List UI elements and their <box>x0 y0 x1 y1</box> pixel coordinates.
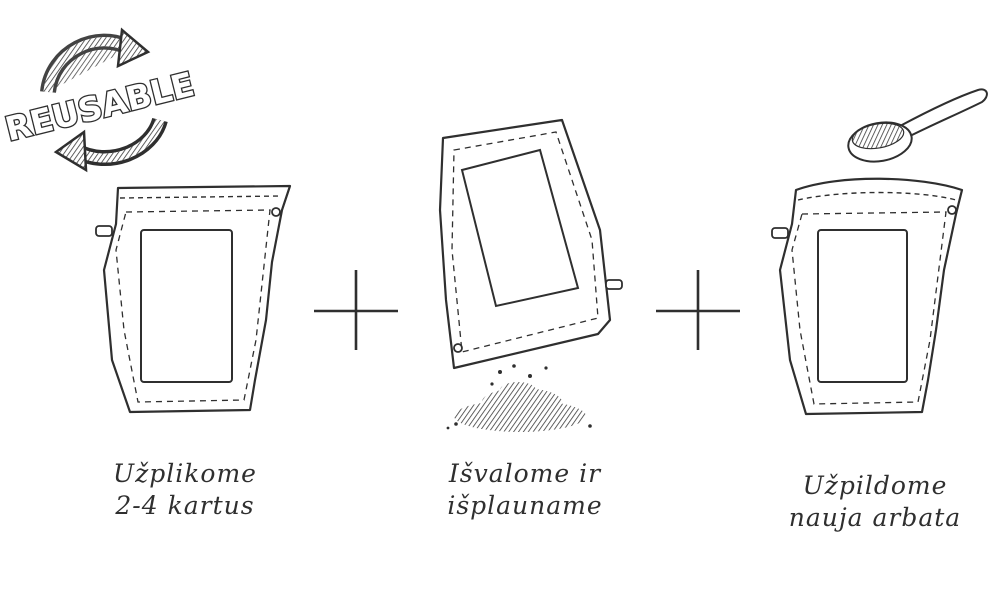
emptying-bag-icon <box>438 118 623 432</box>
spoon-icon <box>847 88 988 163</box>
step-2-caption: Išvalome ir išplauname <box>420 458 630 522</box>
step-1-caption-line-2: 2-4 kartus <box>115 491 255 520</box>
step-2-caption-line-2: išplauname <box>447 491 603 520</box>
step-3-caption: Užpildome nauja arbata <box>770 470 980 534</box>
plus-icon <box>314 270 398 350</box>
step-3-caption-line-2: nauja arbata <box>788 503 962 532</box>
reusable-badge: REUSABLE <box>0 27 199 173</box>
step-2-caption-line-1: Išvalome ir <box>448 459 602 488</box>
plus-icon <box>656 270 740 350</box>
recycle-arrows-icon <box>40 27 168 173</box>
step-3-caption-line-1: Užpildome <box>802 471 948 500</box>
step-1-caption: Užplikome 2-4 kartus <box>90 458 280 522</box>
step-1-caption-line-1: Užplikome <box>113 459 257 488</box>
brew-bag-icon <box>95 184 292 414</box>
refill-bag-with-spoon-icon <box>771 88 988 416</box>
reusable-label: REUSABLE <box>1 64 197 148</box>
tea-grounds-pile <box>446 364 592 432</box>
